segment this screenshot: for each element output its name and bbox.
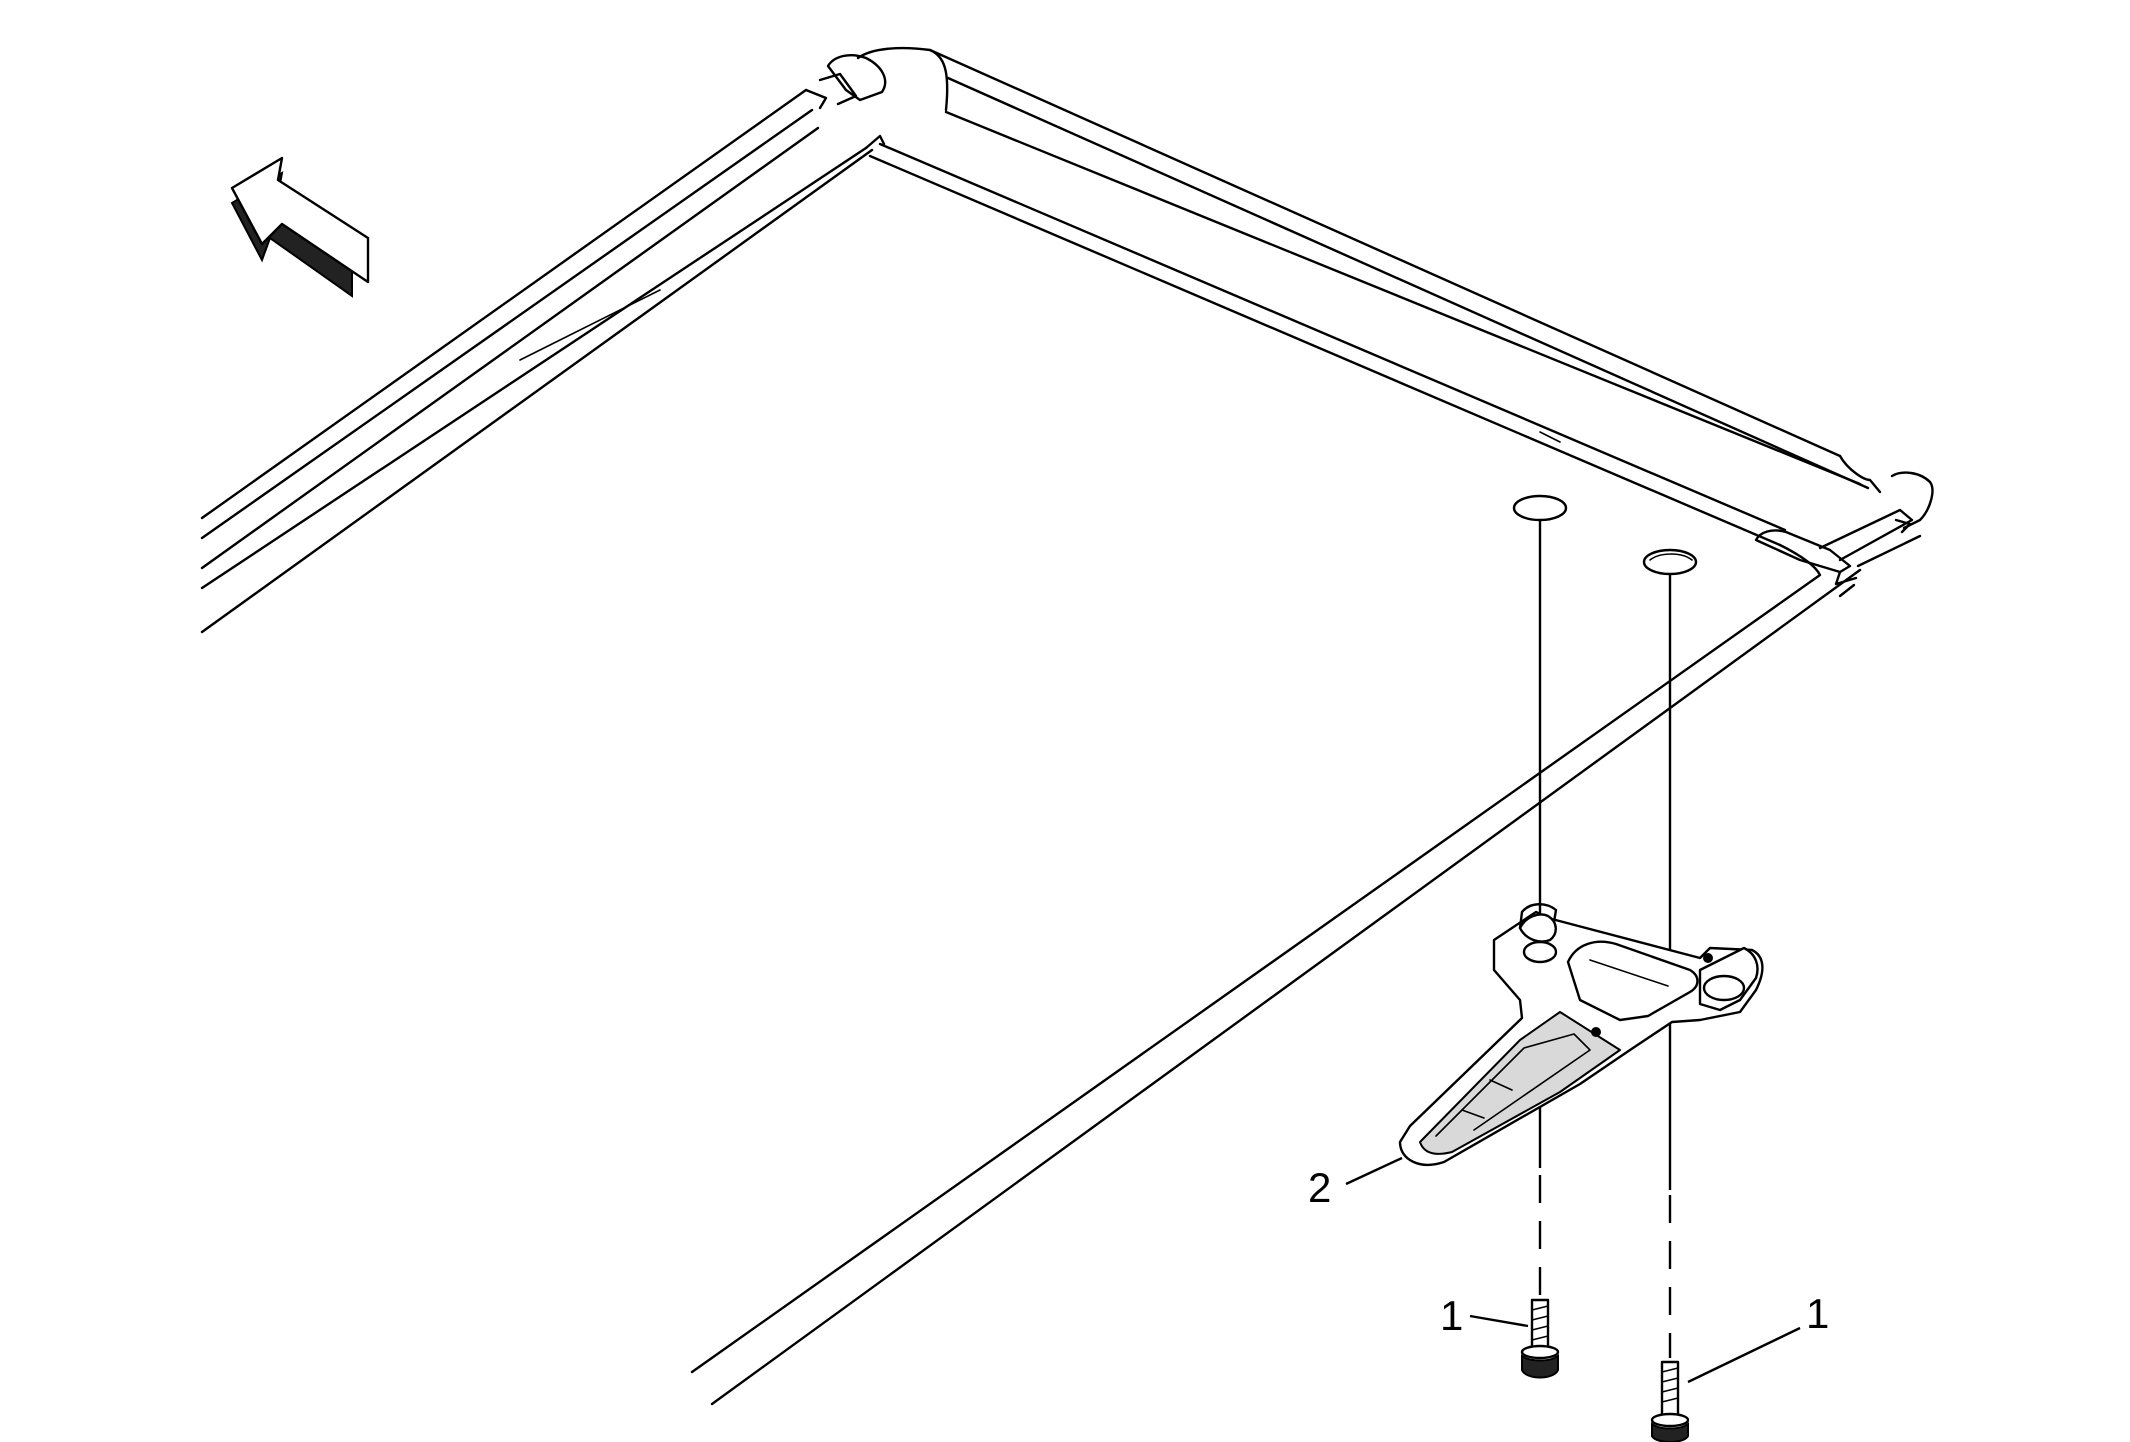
callout-bolt-right: 1 (1806, 1290, 1829, 1337)
callout-leaders (1345, 1156, 1801, 1384)
mounting-hole-left (1512, 494, 1568, 522)
forward-direction-arrow-icon (230, 156, 370, 298)
callout-handle: 2 (1308, 1164, 1331, 1211)
assist-grab-handle (1398, 903, 1764, 1166)
bolt-right (1650, 1360, 1690, 1442)
mounting-hole-right (1642, 548, 1698, 576)
callout-bolt-left: 1 (1440, 1292, 1463, 1339)
roof-headliner-panel (200, 46, 1934, 1406)
bolt-left (1520, 1298, 1560, 1379)
